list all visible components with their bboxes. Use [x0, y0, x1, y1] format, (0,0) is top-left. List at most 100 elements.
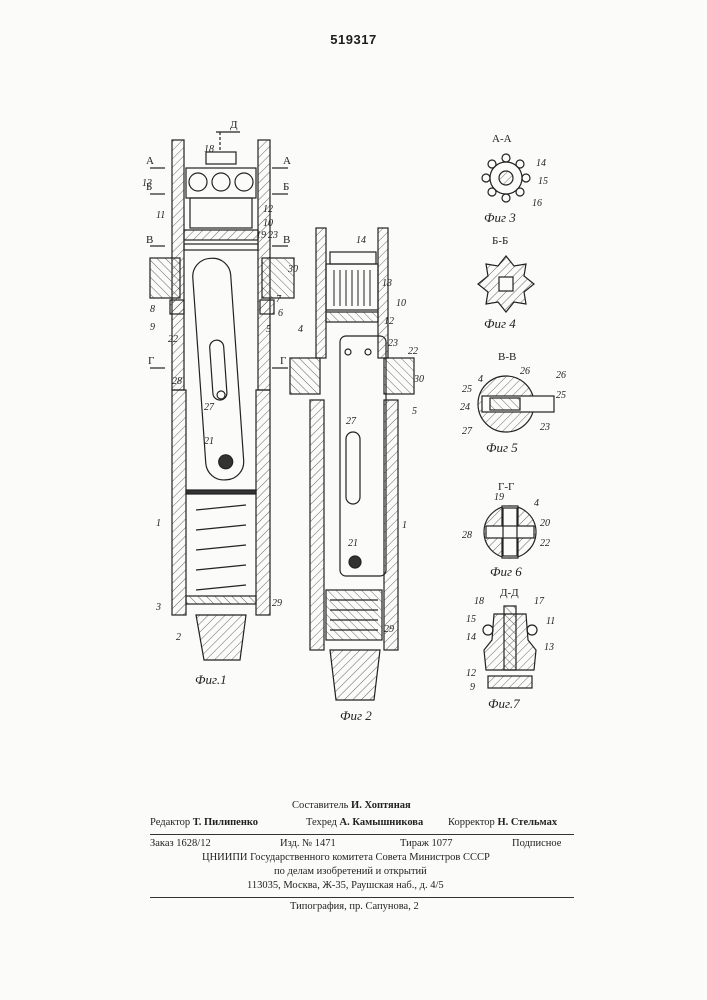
org-line-2: по делам изобретений и открытий [274, 866, 427, 877]
fig1-section-a-left: А [146, 155, 154, 167]
fig3-title: А-А [492, 133, 512, 145]
fig5-label: 27 [462, 426, 473, 437]
imprint-divider-top [150, 834, 574, 835]
fig1-section-g-right: Г [280, 355, 286, 367]
fig3-label: 14 [536, 158, 546, 169]
imprint-divider-bottom [150, 897, 574, 898]
compiler-line: Составитель И. Хоптяная [292, 800, 411, 811]
svg-text:13: 13 [382, 278, 392, 289]
fig7-label: 11 [546, 616, 555, 627]
svg-text:13: 13 [142, 178, 152, 189]
svg-text:6: 6 [278, 308, 283, 319]
ball-right [235, 173, 253, 191]
technical-drawing: Д А А Б Б В В Г Г 18 13 11 12 10 19 23 3… [0, 0, 707, 780]
fig7-label: 15 [466, 614, 476, 625]
svg-text:29: 29 [384, 624, 394, 635]
fig2-cap-14 [330, 252, 376, 264]
svg-text:27: 27 [204, 402, 215, 413]
svg-text:10: 10 [396, 298, 406, 309]
fig1-section-a-right: А [283, 155, 291, 167]
svg-text:27: 27 [346, 416, 357, 427]
fig3-label: 16 [532, 198, 542, 209]
fig5-caption: Фиг 5 [486, 440, 518, 455]
plate-23 [184, 244, 258, 250]
fig6-label: 28 [462, 530, 472, 541]
fig2-support-left [290, 358, 320, 394]
fig1-section-v-left: В [146, 234, 153, 246]
svg-text:10: 10 [263, 218, 273, 229]
fig3-caption: Фиг 3 [484, 210, 516, 225]
fig7-label: 12 [466, 668, 476, 679]
fig7-label: 14 [466, 632, 476, 643]
svg-text:5: 5 [266, 324, 271, 335]
svg-text:30: 30 [413, 374, 424, 385]
fig6-label: 19 [494, 492, 504, 503]
ball-left [189, 173, 207, 191]
fig1-arrow-d: Д [230, 119, 238, 131]
fig7-caption: Фиг.7 [488, 696, 520, 711]
svg-text:12: 12 [384, 316, 394, 327]
fig4-caption: Фиг 4 [484, 316, 516, 331]
techred-line: Техред А. Камышникова [306, 817, 423, 828]
fig5-title: В-В [498, 351, 516, 363]
svg-text:3: 3 [155, 602, 161, 613]
figure-3 [482, 154, 530, 202]
svg-text:30: 30 [287, 264, 298, 275]
fig5-label: 25 [462, 384, 472, 395]
svg-text:21: 21 [204, 436, 214, 447]
fig2-lever-22 [340, 336, 386, 576]
fig4-title: Б-Б [492, 235, 508, 247]
fig2-shank [330, 650, 380, 700]
svg-text:9: 9 [150, 322, 155, 333]
fig5-label: 25 [556, 390, 566, 401]
fig6-caption: Фиг 6 [490, 564, 522, 579]
svg-text:18: 18 [204, 144, 214, 155]
svg-text:14: 14 [356, 235, 366, 246]
svg-text:23: 23 [388, 338, 398, 349]
svg-text:5: 5 [412, 406, 417, 417]
plate-10 [184, 230, 258, 240]
editor-line: Редактор Т. Пилипенко [150, 817, 258, 828]
svg-text:19: 19 [256, 230, 266, 241]
sleeve-right [256, 390, 270, 615]
fig5-label: 24 [460, 402, 470, 413]
svg-text:21: 21 [348, 538, 358, 549]
fig2-caption: Фиг 2 [340, 708, 372, 723]
fig5-label: 4 [478, 374, 483, 385]
svg-text:23: 23 [268, 230, 278, 241]
fig1-caption: Фиг.1 [195, 672, 227, 687]
fig5-label: 23 [540, 422, 550, 433]
fig6-label: 22 [540, 538, 550, 549]
fig5-label: 26 [556, 370, 566, 381]
fig1-section-g-left: Г [148, 355, 154, 367]
corrector-line: Корректор Н. Стельмах [448, 817, 557, 828]
fig7-title: Д-Д [500, 587, 519, 599]
fig7-label: 9 [470, 682, 475, 693]
svg-text:2: 2 [176, 632, 181, 643]
svg-text:22: 22 [168, 334, 178, 345]
lever-22 [192, 257, 245, 481]
fig7-label: 13 [544, 642, 554, 653]
issue-number: Изд. № 1471 [280, 838, 336, 849]
body-11 [190, 198, 252, 228]
fig6-label: 20 [540, 518, 550, 529]
figure-7 [483, 606, 537, 688]
fig7-label: 18 [474, 596, 484, 607]
org-line-1: ЦНИИПИ Государственного комитета Совета … [202, 852, 490, 863]
order-number: Заказ 1628/12 [150, 838, 211, 849]
svg-text:11: 11 [156, 210, 165, 221]
shank-2 [196, 615, 246, 660]
subscription: Подписное [512, 838, 561, 849]
fig5-label: 26 [520, 366, 530, 377]
svg-text:1: 1 [402, 520, 407, 531]
svg-text:4: 4 [298, 324, 303, 335]
sleeve-left [172, 390, 186, 615]
circulation: Тираж 1077 [400, 838, 453, 849]
figure-4 [478, 256, 534, 312]
printer-line: Типография, пр. Сапунова, 2 [290, 901, 419, 912]
fig1-section-v-right: В [283, 234, 290, 246]
ball-center [212, 173, 230, 191]
org-address: 113035, Москва, Ж-35, Раушская наб., д. … [247, 880, 444, 891]
fig2-support-right [384, 358, 414, 394]
svg-text:28: 28 [172, 376, 182, 387]
